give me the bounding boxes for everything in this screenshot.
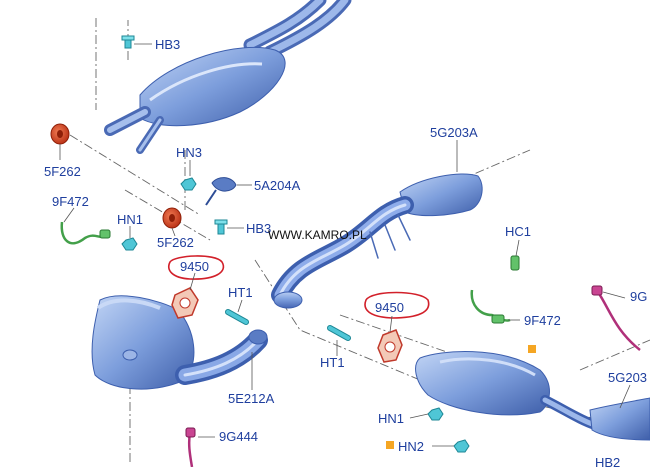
bolt-hb3-mid [214, 219, 228, 235]
label-ht1-upper: HT1 [228, 285, 253, 300]
stud-ht1-lower [327, 325, 351, 341]
label-hb2: HB2 [595, 455, 620, 467]
label-hc1: HC1 [505, 224, 531, 239]
label-hb3-mid: HB3 [246, 221, 271, 236]
label-ht1-lower: HT1 [320, 355, 345, 370]
label-5g203-right: 5G203 [608, 370, 647, 385]
label-hn2: HN2 [398, 439, 424, 454]
leader-lines [59, 43, 631, 447]
label-hn1-left: HN1 [117, 212, 143, 227]
nut-hn1-left [121, 237, 138, 251]
bolt-hb3-top [121, 35, 135, 49]
seal-5f262-mid [162, 207, 182, 229]
label-9g-right: 9G [630, 289, 647, 304]
front-pipe-upper [104, 0, 352, 154]
handdrawn-highlights [168, 255, 430, 319]
stud-ht1-upper [225, 309, 249, 325]
middle-pipe-5g203a [271, 173, 483, 309]
marker-square-icon [528, 345, 536, 353]
label-5a204a: 5A204A [254, 178, 301, 193]
gasket-9450-right [377, 329, 403, 363]
label-5e212a: 5E212A [228, 391, 275, 406]
nut-hn3 [180, 177, 197, 191]
catalytic-converter-left [91, 295, 268, 390]
label-9450-right: 9450 [375, 300, 404, 315]
label-5f262-mid: 5F262 [157, 235, 194, 250]
catalytic-converter-right [415, 345, 650, 441]
seal-5f262-left [50, 123, 70, 145]
gasket-9450-left [171, 287, 199, 319]
clamp-5a204a [205, 177, 237, 206]
callout-labels: HB3 5F262 HN3 5A204A 9F472 HN1 5F262 HB3… [44, 37, 647, 467]
oxygen-sensor-9f472-left [60, 221, 111, 245]
oxygen-sensor-9f472-right [470, 289, 511, 324]
watermark-text: WWW.KAMRO.PL [268, 228, 367, 242]
label-5g203a-top: 5G203A [430, 125, 478, 140]
label-9f472-right: 9F472 [524, 313, 561, 328]
label-5f262-left: 5F262 [44, 164, 81, 179]
oxygen-sensor-hc1 [510, 255, 520, 271]
sensor-9g444 [185, 427, 196, 467]
label-hb3-top: HB3 [155, 37, 180, 52]
nut-hn1-lower [427, 407, 444, 421]
sensor-9g-right [591, 285, 641, 351]
label-hn1-lower: HN1 [378, 411, 404, 426]
label-9g444: 9G444 [219, 429, 258, 444]
label-9450-left: 9450 [180, 259, 209, 274]
label-9f472-left: 9F472 [52, 194, 89, 209]
label-hn3: HN3 [176, 145, 202, 160]
